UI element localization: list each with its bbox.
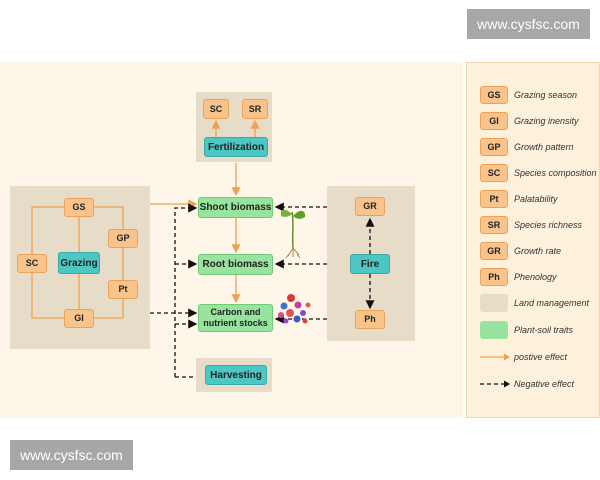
node-gr: GR [355,197,385,216]
node-fert-sr: SR [242,99,268,119]
watermark-bottom: www.cysfsc.com [10,440,133,470]
legend-label: Phenology [514,272,557,282]
legend-label: postive effect [514,352,568,362]
node-sc: SC [17,254,47,273]
legend-key: Ph [480,268,508,286]
node-shoot-biomass: Shoot biomass [198,197,273,218]
legend-swatch-land-management [480,294,508,312]
node-fertilization: Fertilization [204,137,268,157]
legend-key: GS [480,86,508,104]
legend-label: Palatability [514,194,558,204]
legend-key: Pt [480,190,508,208]
legend-label: Growth pattern [514,142,574,152]
node-fire: Fire [350,254,390,274]
legend-swatch-plant-soil [480,321,508,339]
legend-label: Land management [514,298,590,308]
legend-negative-arrow-icon [480,380,510,388]
legend-key: GR [480,242,508,260]
node-harvesting: Harvesting [205,365,267,385]
legend-label: Species richness [514,220,583,230]
node-ph: Ph [355,310,385,329]
node-fert-sc: SC [203,99,229,119]
legend-label: Growth rate [514,246,562,256]
legend-label: Grazing season [514,90,578,100]
node-carbon-stocks: Carbon and nutrient stocks [198,304,273,332]
legend-label: Grazing inensity [514,116,579,126]
node-gp: GP [108,229,138,248]
node-pt: Pt [108,280,138,299]
legend-label: Species composition [514,168,597,178]
node-root-biomass: Root biomass [198,254,273,275]
legend-key: GP [480,138,508,156]
node-gi: GI [64,309,94,328]
legend-label: Plant-soil traits [514,325,574,335]
node-grazing: Grazing [58,252,100,274]
legend-key: SC [480,164,508,182]
legend-key: SR [480,216,508,234]
legend-key: GI [480,112,508,130]
legend-label: Negative effect [514,379,575,389]
node-gs: GS [64,198,94,217]
watermark-top: www.cysfsc.com [467,9,590,39]
legend-positive-arrow-icon [480,353,510,361]
